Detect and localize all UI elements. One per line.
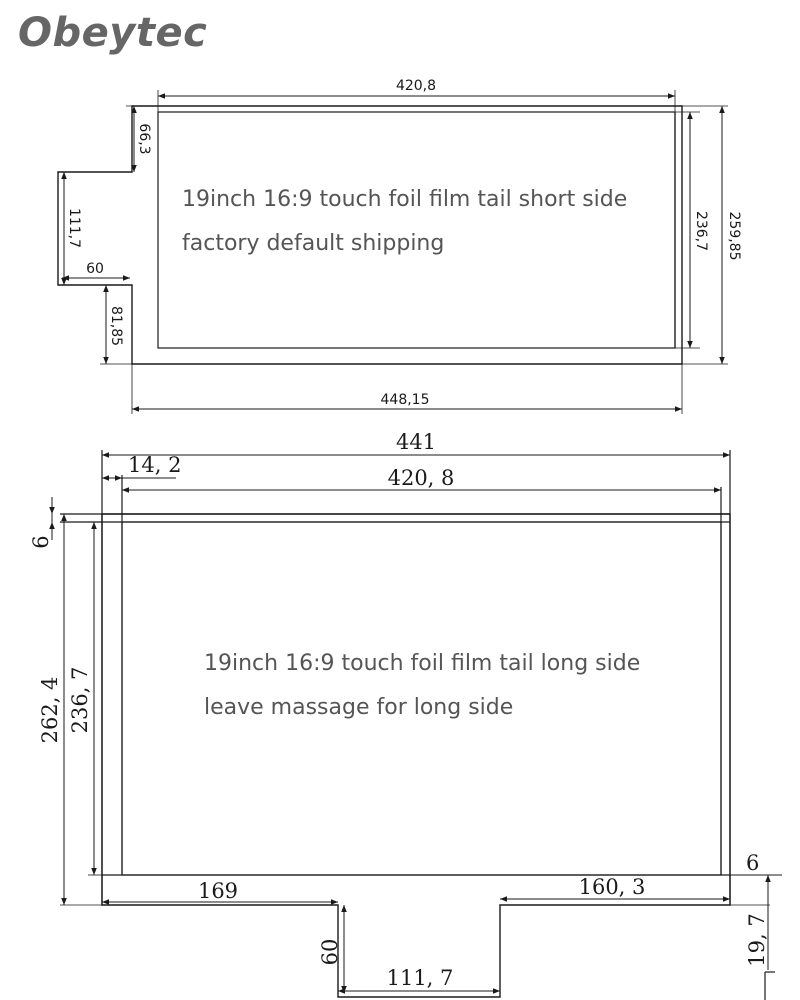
dim-tail-height: 111,7 <box>66 208 82 248</box>
dim-tail-width: 60 <box>86 261 104 277</box>
dim-tail-left: 169 <box>198 879 238 903</box>
dim-left-offset: 14, 2 <box>128 453 181 477</box>
drawing-long-side-tail: 441 14, 2 420, 8 6 262, 4 236, 7 6 169 1 <box>29 430 782 1000</box>
dim-right-gap: 6 <box>746 851 759 875</box>
note-line-2: factory default shipping <box>182 231 444 256</box>
dim-tail-right: 160, 3 <box>579 875 646 899</box>
drawing-short-side-tail: 420,8 66,3 111,7 60 81,85 236,7 259,85 4… <box>57 78 742 414</box>
dim-top-width: 420,8 <box>396 78 436 94</box>
dim-top-gap: 6 <box>29 535 53 548</box>
dim-tail-top: 66,3 <box>136 123 152 154</box>
dim-tail-width-long: 111, 7 <box>387 966 454 990</box>
dim-outer-height: 259,85 <box>726 212 742 261</box>
dim-edge-height: 19, 7 <box>745 913 769 966</box>
note-line-1: 19inch 16:9 touch foil film tail short s… <box>182 187 627 212</box>
active-area-outline <box>157 111 676 349</box>
brand-logo: Obeytec <box>18 10 208 56</box>
dim-inner-width: 420, 8 <box>388 466 455 490</box>
dim-overall-width: 441 <box>396 430 436 454</box>
note-long-line-1: 19inch 16:9 touch foil film tail long si… <box>204 651 640 676</box>
dim-outer-height-long: 262, 4 <box>38 677 62 744</box>
dim-tail-bottom: 81,85 <box>108 306 124 346</box>
dim-inner-height-long: 236, 7 <box>68 667 92 734</box>
film-outline-long <box>101 513 731 998</box>
dim-inner-height: 236,7 <box>693 211 709 251</box>
dim-bottom-width: 448,15 <box>381 392 430 408</box>
note-long-line-2: leave massage for long side <box>204 695 513 720</box>
dim-tail-height-long: 60 <box>318 939 342 966</box>
